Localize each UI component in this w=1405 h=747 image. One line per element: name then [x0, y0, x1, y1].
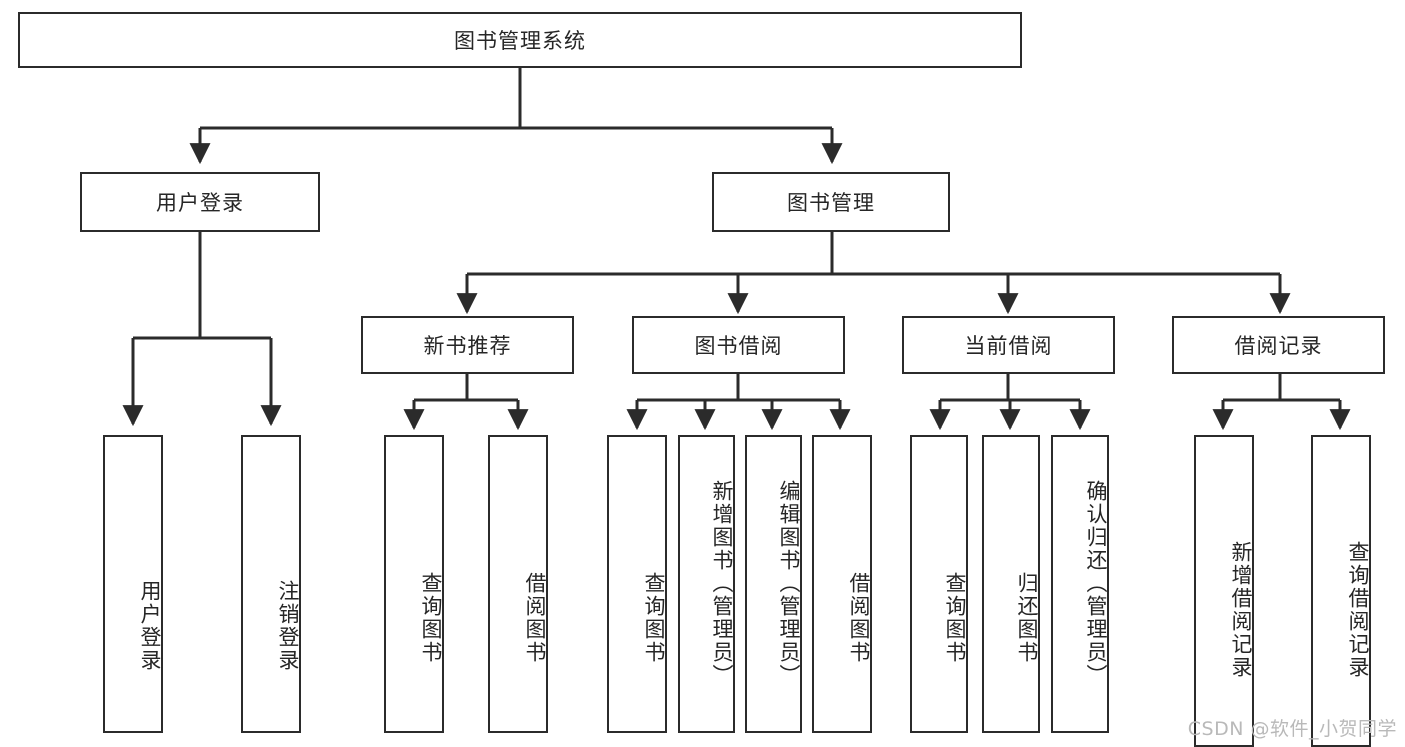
- node-leaf-edit-book-label: 编辑图书（管理员）: [777, 479, 801, 687]
- node-book-borrow-label: 图书借阅: [694, 334, 783, 358]
- node-leaf-return-book-label: 归还图书: [1015, 572, 1039, 664]
- node-leaf-query-record[interactable]: 查询借阅记录: [1311, 435, 1371, 747]
- node-borrow-record-label: 借阅记录: [1234, 334, 1323, 358]
- node-new-book-recommend[interactable]: 新书推荐: [361, 316, 574, 374]
- node-leaf-query-book-1[interactable]: 查询图书: [384, 435, 444, 733]
- node-leaf-borrow-book-2[interactable]: 借阅图书: [812, 435, 872, 733]
- node-current-borrow-label: 当前借阅: [964, 334, 1053, 358]
- node-book-borrow[interactable]: 图书借阅: [632, 316, 845, 374]
- node-leaf-query-book-2-label: 查询图书: [642, 572, 666, 664]
- node-leaf-query-book-3-label: 查询图书: [943, 572, 967, 664]
- node-book-manage[interactable]: 图书管理: [712, 172, 950, 232]
- node-leaf-confirm-return[interactable]: 确认归还（管理员）: [1051, 435, 1109, 733]
- node-book-manage-label: 图书管理: [787, 191, 875, 215]
- node-leaf-confirm-return-label: 确认归还（管理员）: [1084, 479, 1108, 687]
- node-leaf-user-login[interactable]: 用户登录: [103, 435, 163, 733]
- node-leaf-query-record-label: 查询借阅记录: [1346, 541, 1370, 679]
- node-leaf-query-book-2[interactable]: 查询图书: [607, 435, 667, 733]
- node-leaf-borrow-book-1-label: 借阅图书: [523, 572, 547, 664]
- node-current-borrow[interactable]: 当前借阅: [902, 316, 1115, 374]
- node-leaf-return-book[interactable]: 归还图书: [982, 435, 1040, 733]
- node-root-label: 图书管理系统: [454, 29, 586, 53]
- node-leaf-query-book-3[interactable]: 查询图书: [910, 435, 968, 733]
- node-leaf-user-logout[interactable]: 注销登录: [241, 435, 301, 733]
- node-new-book-recommend-label: 新书推荐: [423, 334, 512, 358]
- node-root[interactable]: 图书管理系统: [18, 12, 1022, 68]
- node-user-login-label: 用户登录: [156, 191, 244, 215]
- node-leaf-borrow-book-2-label: 借阅图书: [847, 572, 871, 664]
- node-user-login[interactable]: 用户登录: [80, 172, 320, 232]
- node-leaf-add-record-label: 新增借阅记录: [1229, 541, 1253, 679]
- node-leaf-add-book-label: 新增图书（管理员）: [710, 479, 734, 687]
- node-leaf-user-login-label: 用户登录: [138, 580, 162, 672]
- node-borrow-record[interactable]: 借阅记录: [1172, 316, 1385, 374]
- node-leaf-borrow-book-1[interactable]: 借阅图书: [488, 435, 548, 733]
- csdn-watermark: CSDN @软件_小贺同学: [1187, 718, 1397, 740]
- node-leaf-add-book[interactable]: 新增图书（管理员）: [678, 435, 735, 733]
- node-leaf-edit-book[interactable]: 编辑图书（管理员）: [745, 435, 802, 733]
- node-leaf-add-record[interactable]: 新增借阅记录: [1194, 435, 1254, 747]
- node-leaf-query-book-1-label: 查询图书: [419, 572, 443, 664]
- node-leaf-user-logout-label: 注销登录: [276, 580, 300, 672]
